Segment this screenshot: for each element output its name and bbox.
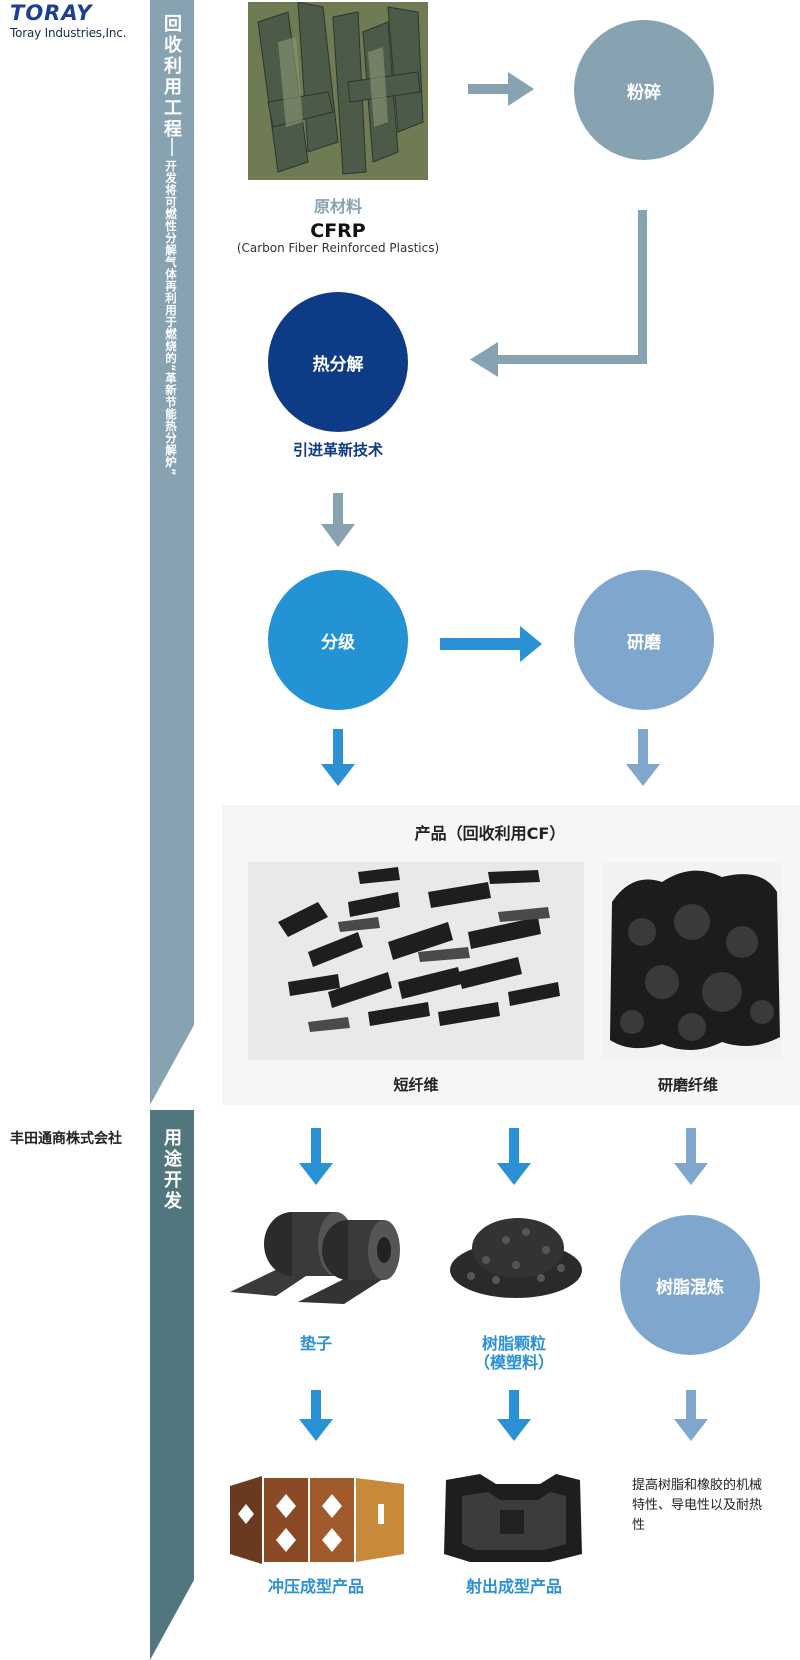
crush-step: 粉碎 xyxy=(574,20,714,160)
resin-mix-label: 树脂混炼 xyxy=(656,1277,724,1298)
use-band-title: 用途开发 xyxy=(161,1128,182,1212)
press-product-image xyxy=(230,1476,404,1564)
cfrp-scrap-image xyxy=(248,2,428,180)
cfrp-label: CFRP xyxy=(310,220,366,242)
use-band xyxy=(150,1110,194,1660)
press-product-label: 冲压成型产品 xyxy=(267,1577,364,1596)
toray-logo: TORAY Toray Industries,Inc. xyxy=(10,2,140,40)
arrow-to-classify xyxy=(321,493,355,547)
arrow-to-pyrolysis xyxy=(470,210,647,377)
arrow-to-resin-mix xyxy=(674,1128,708,1185)
toray-company-name: Toray Industries,Inc. xyxy=(10,26,127,40)
pellets-label-line2: （模塑料） xyxy=(473,1353,554,1372)
mat-label: 垫子 xyxy=(299,1334,332,1353)
arrow-to-mat xyxy=(299,1128,333,1185)
grind-step: 研磨 xyxy=(574,570,714,710)
arrow-to-crush xyxy=(468,72,534,106)
innovation-note: 引进革新技术 xyxy=(292,441,383,459)
cfrp-full-name: (Carbon Fiber Reinforced Plastics) xyxy=(236,241,440,255)
arrow-to-grind xyxy=(440,626,542,662)
mat-roll-image xyxy=(230,1212,400,1304)
crush-label: 粉碎 xyxy=(627,82,661,103)
pellets-image xyxy=(450,1218,582,1298)
recycle-band-subtitle: 开发将可燃性分解气体再利用于燃烧的“革新节能热分解炉” xyxy=(164,160,178,477)
raw-material-label: 原材料 xyxy=(313,197,362,216)
pyrolysis-label: 热分解 xyxy=(312,354,364,375)
toyota-tsusho-name: 丰田通商株式会社 xyxy=(10,1131,122,1147)
classify-step: 分级 xyxy=(268,570,408,710)
short-fiber-label: 短纤维 xyxy=(393,1076,439,1094)
pellets-label-line1: 树脂颗粒 xyxy=(481,1334,546,1353)
classify-label: 分级 xyxy=(321,632,355,653)
pyrolysis-step: 热分解 xyxy=(268,292,408,432)
arrow-grind-down xyxy=(626,729,660,786)
arrow-to-injection xyxy=(497,1390,531,1441)
arrow-to-press xyxy=(299,1390,333,1441)
injection-product-image xyxy=(444,1474,582,1562)
toray-logo-mark: TORAY xyxy=(10,1,93,25)
short-fiber-image xyxy=(248,862,584,1060)
recycle-band xyxy=(150,0,194,1105)
recycle-band-title: 回收利用工程 xyxy=(161,14,182,140)
arrow-classify-down xyxy=(321,729,355,786)
injection-product-label: 射出成型产品 xyxy=(465,1577,562,1596)
grind-label: 研磨 xyxy=(627,632,661,653)
product-title: 产品（回收利用CF） xyxy=(414,824,566,843)
resin-note: 提高树脂和橡胶的机械特性、导电性以及耐热性 xyxy=(632,1478,763,1533)
arrow-to-pellets xyxy=(497,1128,531,1185)
milled-fiber-label: 研磨纤维 xyxy=(657,1076,718,1094)
milled-fiber-image xyxy=(602,862,782,1060)
resin-mix-step: 树脂混炼 xyxy=(620,1215,760,1355)
arrow-to-resin-note xyxy=(674,1390,708,1441)
